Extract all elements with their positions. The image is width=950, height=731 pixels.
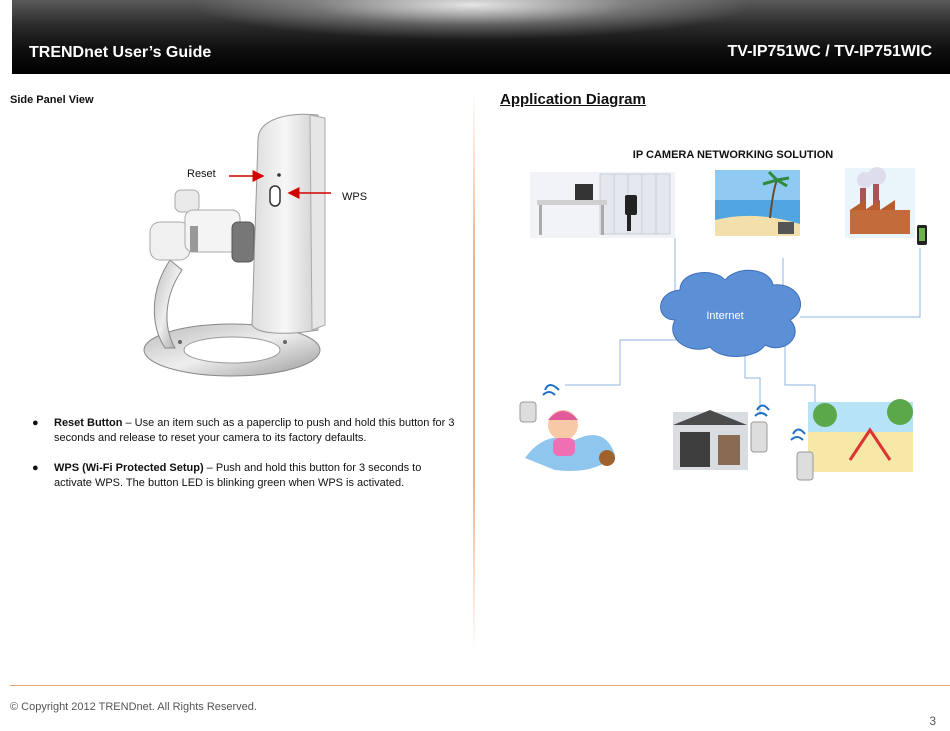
copyright-text: © Copyright 2012 TRENDnet. All Rights Re… [10,701,257,713]
application-diagram-title: Application Diagram [500,91,646,108]
side-panel-title: Side Panel View [10,94,94,106]
internet-cloud: Internet [660,269,801,357]
reset-pinhole [277,173,281,177]
bullet-text: – Push and hold this button for 3 second… [54,462,422,489]
callout-arrows [229,170,331,199]
camera-side-illustration [143,113,326,377]
feature-list: ● Reset Button – Use an item such as a p… [32,416,462,506]
office-image [530,172,675,238]
network-diagram: IP CAMERA NETWORKING SOLUTION [519,149,927,481]
wps-label: WPS [342,191,368,203]
guide-title: TRENDnet User’s Guide [29,44,212,61]
diagram-title: IP CAMERA NETWORKING SOLUTION [633,149,834,161]
cloud-label: Internet [706,310,743,322]
base-hole [183,336,281,364]
page-number: 3 [929,714,936,728]
bullet-dot: ● [32,462,39,474]
footer-divider [10,685,950,686]
beach-image [715,170,800,236]
stand-arm [153,259,183,349]
stand-joint [149,221,191,261]
page-header: TRENDnet User’s Guide TV-IP751WC / TV-IP… [12,0,950,74]
model-title: TV-IP751WC / TV-IP751WIC [727,43,933,60]
list-item: ● Reset Button – Use an item such as a p… [32,416,462,446]
baby-image [519,384,615,471]
camera-body [251,113,319,334]
reset-label: Reset [187,168,216,180]
wps-button [269,185,281,207]
bullet-term: Reset Button [54,417,123,429]
column-divider [473,90,475,650]
bullet-dot: ● [32,417,39,429]
header-sheen [192,0,752,40]
list-item: ● WPS (Wi-Fi Protected Setup) – Push and… [32,461,462,491]
playground-image [790,399,913,481]
factory-image [845,167,927,245]
bullet-term: WPS (Wi-Fi Protected Setup) [54,462,204,474]
bullet-text: – Use an item such as a paperclip to pus… [54,417,455,444]
house-image [673,404,770,470]
